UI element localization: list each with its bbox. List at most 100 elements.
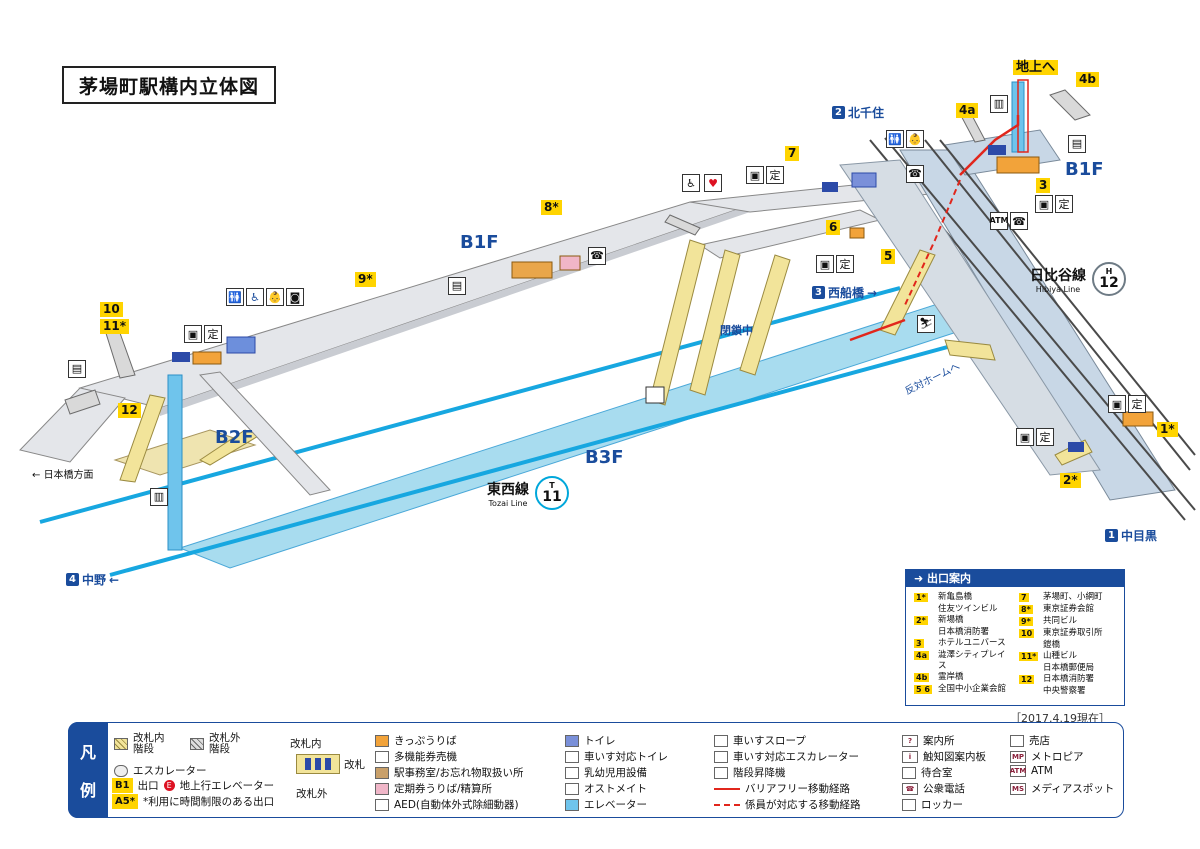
station-office-icons: ▣定 xyxy=(1108,395,1146,413)
legend-swatch xyxy=(375,798,389,811)
legend-swatch xyxy=(565,766,579,779)
legend-swatch xyxy=(565,782,579,795)
exit-guide-row: 住友ツインビル xyxy=(914,604,1013,615)
legend-swatch xyxy=(565,734,579,747)
stairlift-icon: ▥ xyxy=(150,485,168,506)
stairlift-icon: ▥ xyxy=(990,92,1008,113)
barrier-free-route xyxy=(959,115,1020,176)
legend-item: エレベーター xyxy=(565,797,647,812)
legend-swatch xyxy=(714,803,740,806)
floor-b2f: B2F xyxy=(215,427,254,448)
exit-guide-key: 4a xyxy=(914,651,929,660)
exit-guide-value: 日本橋消防署 xyxy=(938,627,990,637)
exit-guide-value: 新亀島橋 xyxy=(938,592,973,602)
legend-item: 階段昇降機 xyxy=(714,765,786,780)
legend-item: ☎公衆電話 xyxy=(902,781,965,796)
legend-item: AED(自動体外式除細動器) xyxy=(375,797,519,812)
exit-guide-row: 11*山種ビル xyxy=(1019,651,1118,663)
legend-swatch xyxy=(565,798,579,811)
restroom-icon: 🚻 xyxy=(226,288,244,306)
exit-guide-key: 8* xyxy=(1019,605,1033,614)
exit-guide-row: 2*新場橋 xyxy=(914,615,1013,627)
exit-guide-key: 12 xyxy=(1019,675,1035,684)
legend-swatch xyxy=(714,734,728,747)
exit-badge: 8* xyxy=(541,200,562,215)
hibiya-platform-left xyxy=(839,159,1101,476)
exit-badge: 5 xyxy=(881,249,896,264)
phone-icon: ☎ xyxy=(1010,212,1028,230)
exit-badge: 9* xyxy=(355,272,376,287)
legend-escalator: エスカレーター xyxy=(114,763,207,778)
legend-tag: 凡例 xyxy=(68,722,108,818)
exit-guide-row: 鎧橋 xyxy=(1019,640,1118,651)
legend-item: 車いす対応トイレ xyxy=(565,749,668,764)
legend-swatch: ☎ xyxy=(902,782,918,795)
legend-item: 定期券うりば/精算所 xyxy=(375,781,492,796)
legend-swatch xyxy=(902,798,916,811)
ticket-machine-icon: ▤ xyxy=(1068,132,1086,153)
legend-swatch: ATM xyxy=(1009,765,1027,777)
exit-guide-value: 茅場町、小網町 xyxy=(1043,592,1103,602)
legend-item: 売店 xyxy=(1010,733,1050,748)
exit-guide-row: 日本橋郵便局 xyxy=(1019,663,1118,674)
exit-badge: 10 xyxy=(100,302,123,317)
legend-swatch xyxy=(714,766,728,779)
elevator-b1f xyxy=(226,336,256,354)
legend-swatch: MP xyxy=(1010,750,1026,763)
exit-badge: 6 xyxy=(826,220,841,235)
exit-guide-row: 9*共同ビル xyxy=(1019,616,1118,628)
legend-swatch xyxy=(714,750,728,763)
hibiya-track-4 xyxy=(939,139,1196,456)
exit-guide-value: 住友ツインビル xyxy=(938,604,998,614)
phone-icon: ☎ xyxy=(588,244,606,265)
exit-badge: 3 xyxy=(1036,178,1051,193)
legend-item: 駅事務室/お忘れ物取扱い所 xyxy=(375,765,524,780)
station-office-icons: ▣定 xyxy=(184,325,222,343)
exit-badge: 11* xyxy=(100,319,129,334)
station-office-icons: ▣定 xyxy=(1016,428,1054,446)
exit-guide-key: 3 xyxy=(914,639,924,648)
restroom-icon: 🚻 xyxy=(886,130,904,148)
floor-b1f-left: B1F xyxy=(460,232,499,253)
as-of-date: ［2017.4.19現在］ xyxy=(1010,712,1110,725)
legend-swatch xyxy=(1010,734,1024,747)
exit-guide-value: 霊岸橋 xyxy=(938,672,964,682)
station-office-icons: ▣定 xyxy=(746,166,784,184)
exit-guide-row: 8*東京証券会館 xyxy=(1019,604,1118,616)
exit-guide-value: 中央警察署 xyxy=(1043,686,1086,696)
exit-guide-key: 7 xyxy=(1019,593,1029,602)
exit-badge: 4b xyxy=(1076,72,1099,87)
legend-swatch xyxy=(375,750,389,763)
phone-icon: ☎ xyxy=(906,162,924,183)
direction-nihonbashi: ← 日本橋方面 xyxy=(32,470,94,481)
exit-guide-value: 鎧橋 xyxy=(1043,640,1061,650)
legend-item: ?案内所 xyxy=(902,733,955,748)
ticket-gate xyxy=(172,352,190,362)
legend-item: オストメイト xyxy=(565,781,647,796)
exit-guide-row: 中央警察署 xyxy=(1019,686,1118,697)
legend-item: トイレ xyxy=(565,733,616,748)
aed-icon: ♥ xyxy=(704,174,722,192)
exit-guide-key: 11* xyxy=(1019,652,1039,661)
stairs xyxy=(119,239,1093,483)
legend-gate-swatch xyxy=(296,754,340,774)
legend-gate: 改札 xyxy=(344,759,365,771)
legend-stairs-out: 改札外 階段 xyxy=(190,733,241,755)
exit-guide-key: 9* xyxy=(1019,617,1033,626)
legend-item: 車いすスロープ xyxy=(714,733,806,748)
exit-guide-row: 7 茅場町、小網町 xyxy=(1019,592,1118,604)
legend-item: 車いす対応エスカレーター xyxy=(714,749,859,764)
legend-swatch: ? xyxy=(902,734,918,747)
